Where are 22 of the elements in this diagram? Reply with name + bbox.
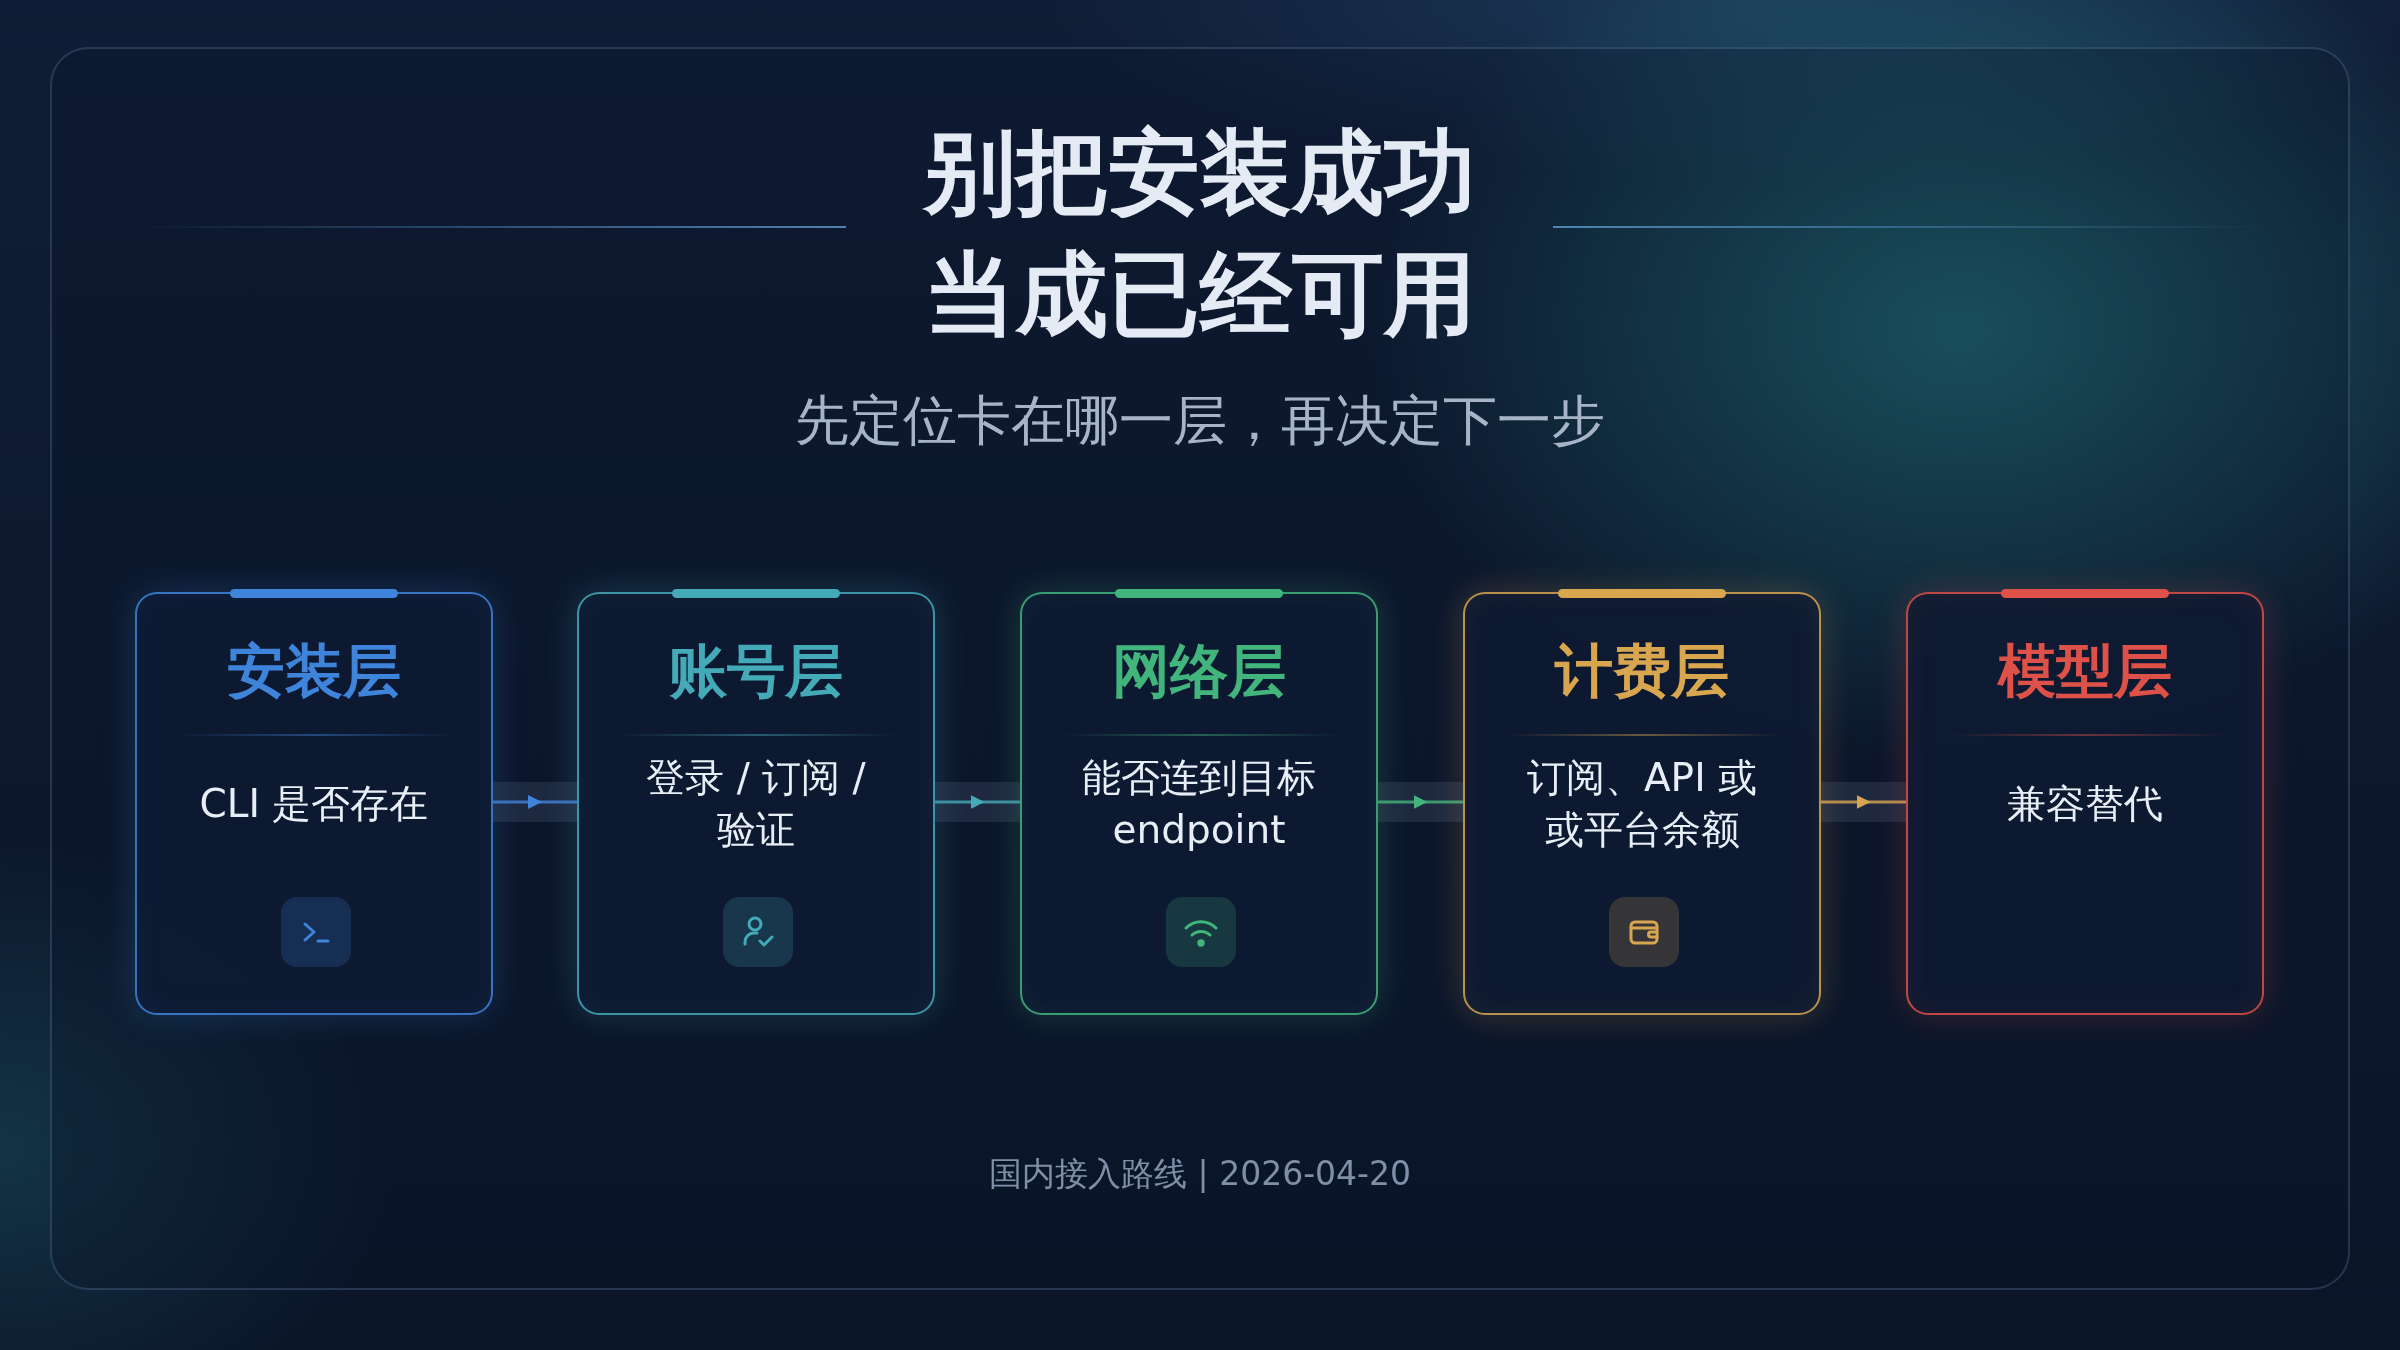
title: 别把安装成功当成已经可用 — [921, 118, 1477, 350]
layer-description: 能否连到目标 endpoint — [1081, 754, 1317, 854]
layer-description: CLI 是否存在 — [198, 780, 430, 828]
arrow — [1378, 795, 1463, 809]
layer-heading: 账号层 — [669, 636, 843, 707]
layer-card — [1020, 592, 1378, 1015]
layer-card — [135, 592, 493, 1015]
layer-heading: 计费层 — [1555, 636, 1729, 707]
layer-description: 订阅、API 或或平台余额 — [1525, 754, 1759, 854]
layer-heading: 模型层 — [1998, 636, 2172, 707]
layer-card — [1463, 592, 1821, 1015]
arrow — [935, 795, 1020, 809]
layer-description: 兼容替代 — [2006, 780, 2164, 828]
subtitle: 先定位卡在哪一层，再决定下一步 — [795, 388, 1605, 454]
arrow — [493, 795, 577, 809]
layer-heading: 网络层 — [1112, 636, 1286, 707]
layer-card — [577, 592, 935, 1015]
layer-description: 登录 / 订阅 / 验证 — [645, 754, 867, 854]
arrow — [1821, 795, 1906, 809]
layer-card — [1906, 592, 2264, 1015]
layer-heading: 安装层 — [227, 636, 401, 707]
footer-caption: 国内接入路线 | 2026-04-20 — [989, 1154, 1411, 1194]
